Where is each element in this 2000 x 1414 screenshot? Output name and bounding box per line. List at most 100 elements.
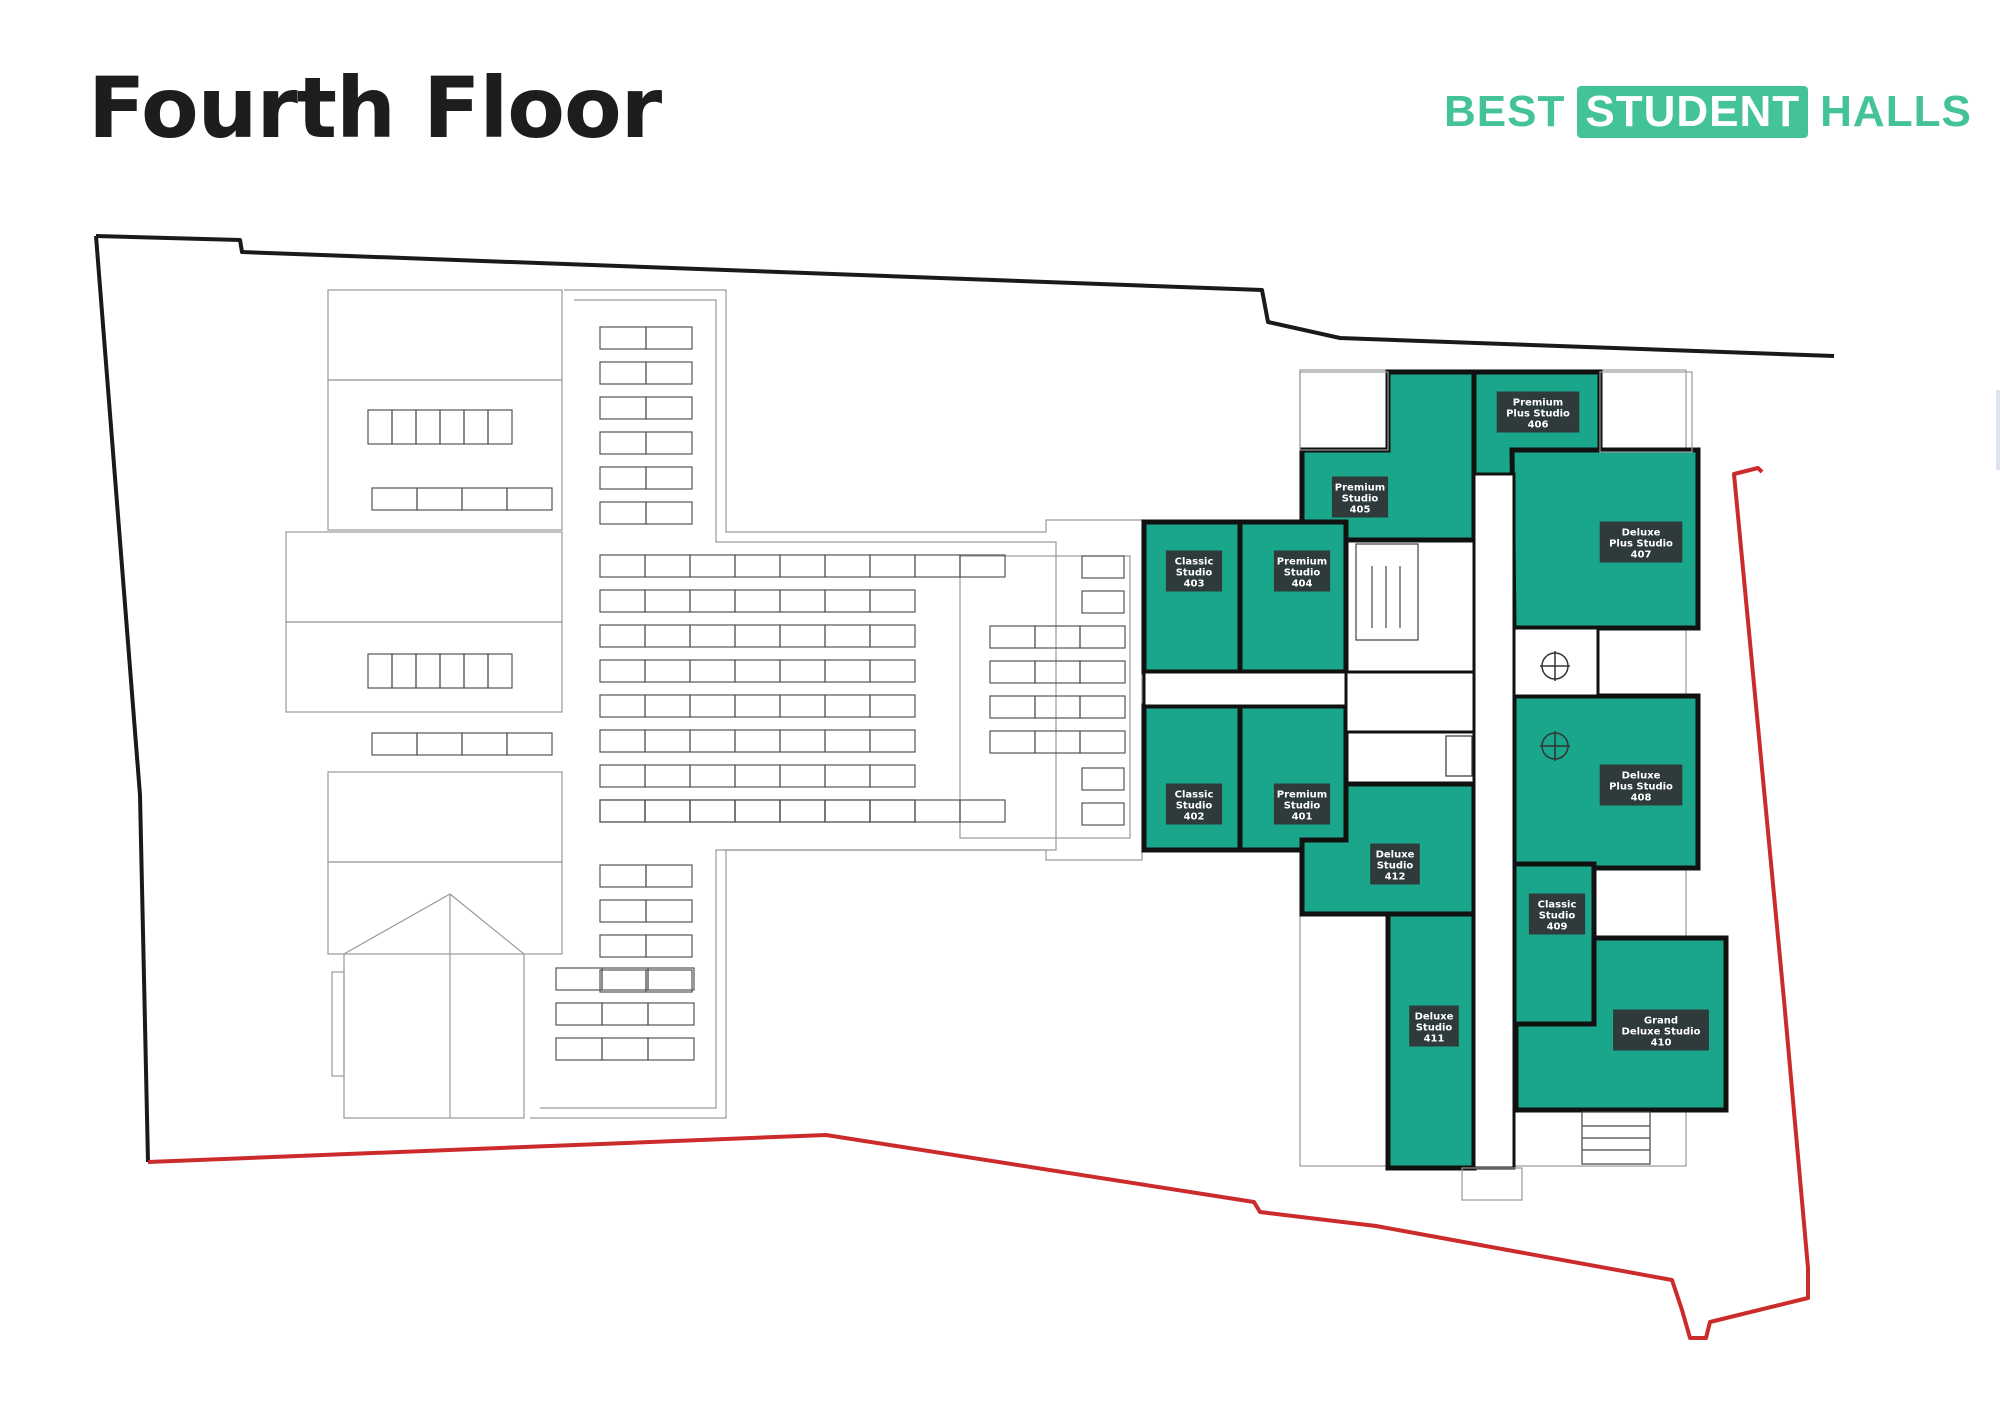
room-label-bg [1409,1005,1459,1047]
grid-cell [461,487,508,511]
grid-cell [599,659,646,683]
grid-cell [989,695,1036,719]
grid-cell [959,799,1006,823]
room-label-line: Studio [1176,568,1213,579]
grid-cell [645,934,693,958]
room-label-bg [1273,783,1331,825]
grid-cell [779,624,826,648]
grid-cell [645,396,693,420]
grid-cell [689,624,736,648]
grid-cell [367,653,393,689]
grid-cell [779,799,826,823]
room-label-line: Deluxe Studio [1622,1027,1701,1038]
grid-cell [599,624,646,648]
grid-cell [601,967,649,991]
grid-cell [1081,802,1125,826]
grid-cell [506,732,553,756]
room-label-line: 402 [1184,812,1205,823]
grid-cell [869,624,916,648]
room-label-line: 409 [1547,922,1568,933]
grid-cell [415,653,441,689]
grid-cell [599,899,647,923]
grid-cell [779,694,826,718]
grid-cell [599,969,647,993]
grid-cell [1034,625,1081,649]
grid-cell [689,589,736,613]
grid-cell [416,732,463,756]
brand-word-student: STUDENT [1577,86,1809,138]
grid-cell [601,1002,649,1026]
room-label-line: Studio [1284,801,1321,812]
grid-cell [644,799,691,823]
room-label-bg [1528,893,1586,935]
grid-cell [869,589,916,613]
grid-cell [487,653,513,689]
room-label-bg [1496,391,1580,433]
room-label-bg [1613,1009,1709,1051]
grid-cell [1079,730,1126,754]
grid-cell [869,729,916,753]
brand-word-best: BEST [1444,87,1566,136]
grid-cell [689,764,736,788]
grid-cell [555,967,603,991]
grid-cell [869,764,916,788]
grid-cell [555,1002,603,1026]
grid-cell [689,799,736,823]
room-label-line: Classic [1538,900,1577,911]
room-label-line: 411 [1424,1034,1445,1045]
grid-cell [644,694,691,718]
room-404 [1237,519,1349,675]
grid-cell [824,624,871,648]
room-label-line: 405 [1350,505,1371,516]
room-label-line: 408 [1631,793,1652,804]
room-label-line: Classic [1175,790,1214,801]
grid-cell [734,554,781,578]
grid-cell [869,799,916,823]
grid-cell [599,799,646,823]
room-label-line: 401 [1292,812,1313,823]
room-label-line: Studio [1377,861,1414,872]
grid-cell [371,487,418,511]
grid-cell [644,624,691,648]
grid-cell [506,487,553,511]
grid-cell [914,799,961,823]
grid-cell [644,764,691,788]
room-401 [1237,703,1349,853]
grid-cell [645,466,693,490]
room-label-line: Premium [1277,790,1327,801]
grid-cell [1081,767,1125,791]
room-409 [1511,861,1597,1027]
grid-cell [869,694,916,718]
room-label-bg [1331,476,1389,518]
grid-cell [645,326,693,350]
grid-cell [416,487,463,511]
grid-cell [463,409,489,445]
grid-cell [689,554,736,578]
room-403 [1141,519,1243,675]
grid-cell [371,732,418,756]
grid-cell [391,653,417,689]
grid-cell [599,589,646,613]
page-title: Fourth Floor [88,59,662,157]
grid-cell [779,764,826,788]
grid-cell [367,409,393,445]
grid-cell [644,729,691,753]
grid-cell [644,589,691,613]
grid-cell [599,431,647,455]
grid-cell [599,326,647,350]
room-label-bg [1165,783,1223,825]
room-label-bg [1599,521,1683,563]
grid-cell [645,361,693,385]
grid-cell [1081,555,1125,579]
room-label-line: Studio [1284,568,1321,579]
room-label-line: Classic [1175,557,1214,568]
landscape-grid [367,326,1126,1061]
